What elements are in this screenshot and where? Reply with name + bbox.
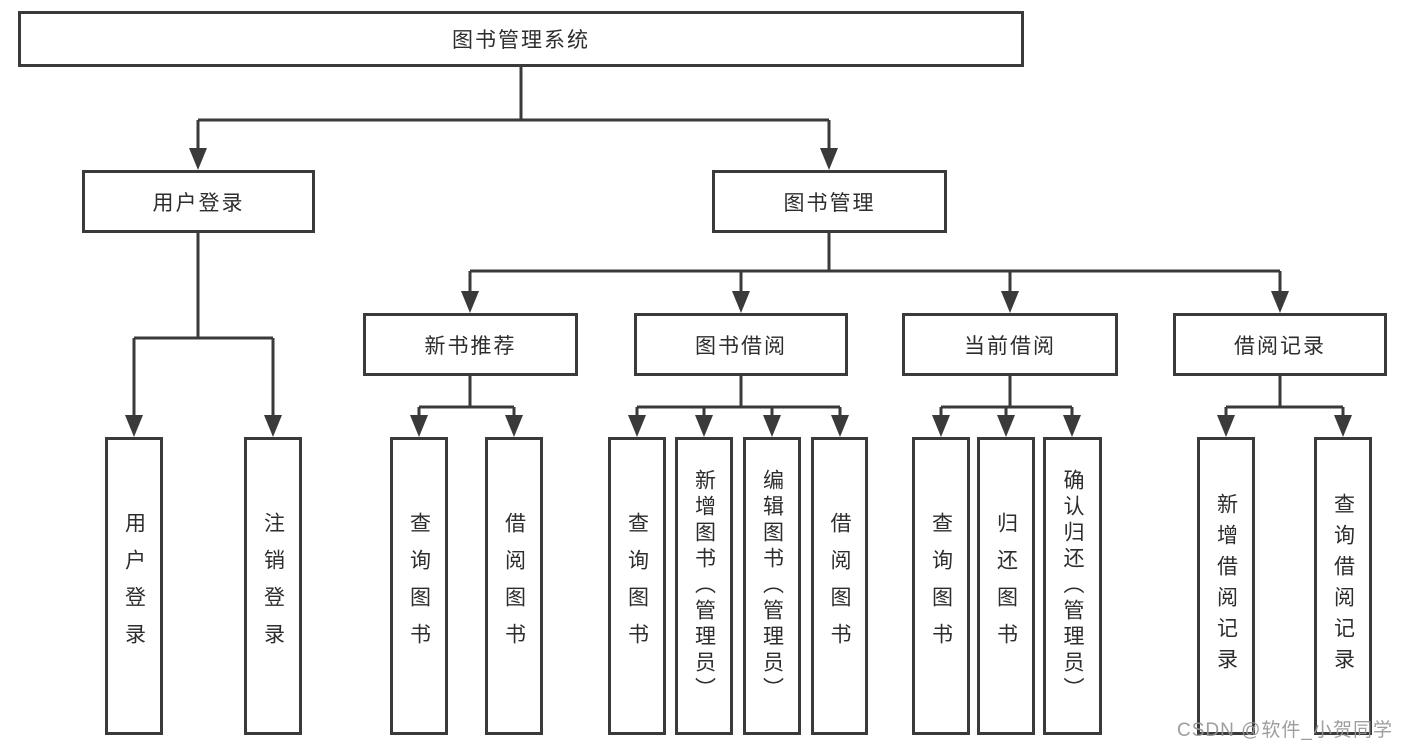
node-logout-leaf: 注销登录 [244, 437, 302, 735]
node-label: 查询借阅记录 [1331, 493, 1355, 679]
node-query-books-recommend: 查询图书 [390, 437, 448, 735]
node-confirm-return-admin: 确认归还（管理员） [1043, 437, 1102, 735]
node-borrow-books-leaf: 借阅图书 [811, 437, 868, 735]
node-book-borrowing: 图书借阅 [634, 313, 848, 376]
node-borrow-books-recommend: 借阅图书 [485, 437, 543, 735]
node-query-books-current: 查询图书 [912, 437, 970, 735]
node-label: 当前借阅 [964, 334, 1056, 358]
node-label: 归还图书 [994, 512, 1018, 660]
csdn-watermark: CSDN @软件_小贺同学 [1177, 720, 1393, 741]
node-label: 编辑图书（管理员） [760, 469, 784, 703]
node-label: 查询图书 [407, 512, 431, 660]
node-label: 查询图书 [929, 512, 953, 660]
node-label: 图书管理系统 [452, 29, 590, 52]
arrowheads [125, 148, 1352, 437]
node-label: 图书管理 [783, 191, 876, 215]
node-borrowing-records: 借阅记录 [1173, 313, 1387, 376]
node-library-management-system: 图书管理系统 [18, 11, 1024, 67]
node-label: 借阅记录 [1234, 334, 1326, 358]
node-user-login-leaf: 用户登录 [105, 437, 163, 735]
node-label: 图书借阅 [695, 334, 787, 358]
node-label: 注销登录 [261, 512, 285, 660]
node-label: 借阅图书 [828, 512, 851, 660]
node-edit-books-admin: 编辑图书（管理员） [743, 437, 801, 735]
node-return-books: 归还图书 [977, 437, 1035, 735]
node-user-login: 用户登录 [82, 170, 315, 233]
node-label: 查询图书 [625, 512, 649, 660]
node-query-books-borrowing: 查询图书 [608, 437, 666, 735]
node-book-management: 图书管理 [712, 170, 947, 233]
node-new-book-recommendation: 新书推荐 [363, 313, 578, 376]
node-label: 借阅图书 [502, 512, 526, 660]
node-label: 用户登录 [152, 191, 245, 215]
node-label: 新书推荐 [424, 334, 517, 358]
node-label: 新增图书（管理员） [692, 469, 716, 703]
node-add-books-admin: 新增图书（管理员） [675, 437, 733, 735]
node-current-borrowing: 当前借阅 [902, 313, 1118, 376]
node-query-borrow-record: 查询借阅记录 [1314, 437, 1372, 735]
node-label: 新增借阅记录 [1214, 493, 1238, 679]
node-label: 用户登录 [122, 512, 146, 660]
node-label: 确认归还（管理员） [1061, 469, 1084, 703]
node-add-borrow-record: 新增借阅记录 [1197, 437, 1255, 735]
